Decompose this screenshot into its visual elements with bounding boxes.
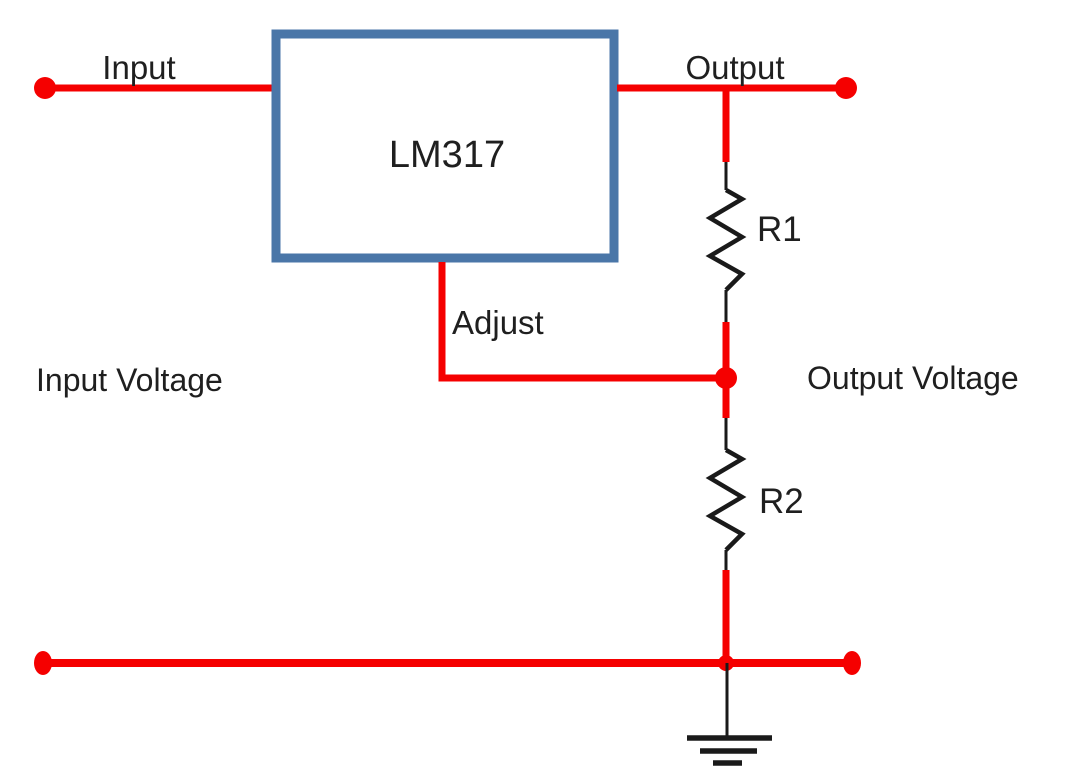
ground-symbol-icon	[687, 663, 772, 766]
input-terminal-dot	[34, 77, 56, 99]
output-voltage-label: Output Voltage	[807, 360, 1019, 396]
input-voltage-label: Input Voltage	[36, 362, 223, 398]
rail-right-terminal-dot	[843, 651, 861, 675]
r1-label: R1	[757, 210, 802, 249]
adjust-pin-label: Adjust	[452, 304, 544, 341]
regulator-box	[271, 29, 619, 263]
r1-zigzag	[705, 188, 747, 292]
input-pin-label: Input	[102, 49, 175, 86]
r2-label: R2	[759, 482, 804, 521]
regulator-label: LM317	[389, 134, 505, 176]
adjust-wire	[438, 262, 726, 382]
output-pin-label: Output	[685, 49, 784, 86]
rail-left-terminal-dot	[34, 651, 52, 675]
output-terminal-dot	[835, 77, 857, 99]
r2-zigzag	[705, 448, 747, 552]
